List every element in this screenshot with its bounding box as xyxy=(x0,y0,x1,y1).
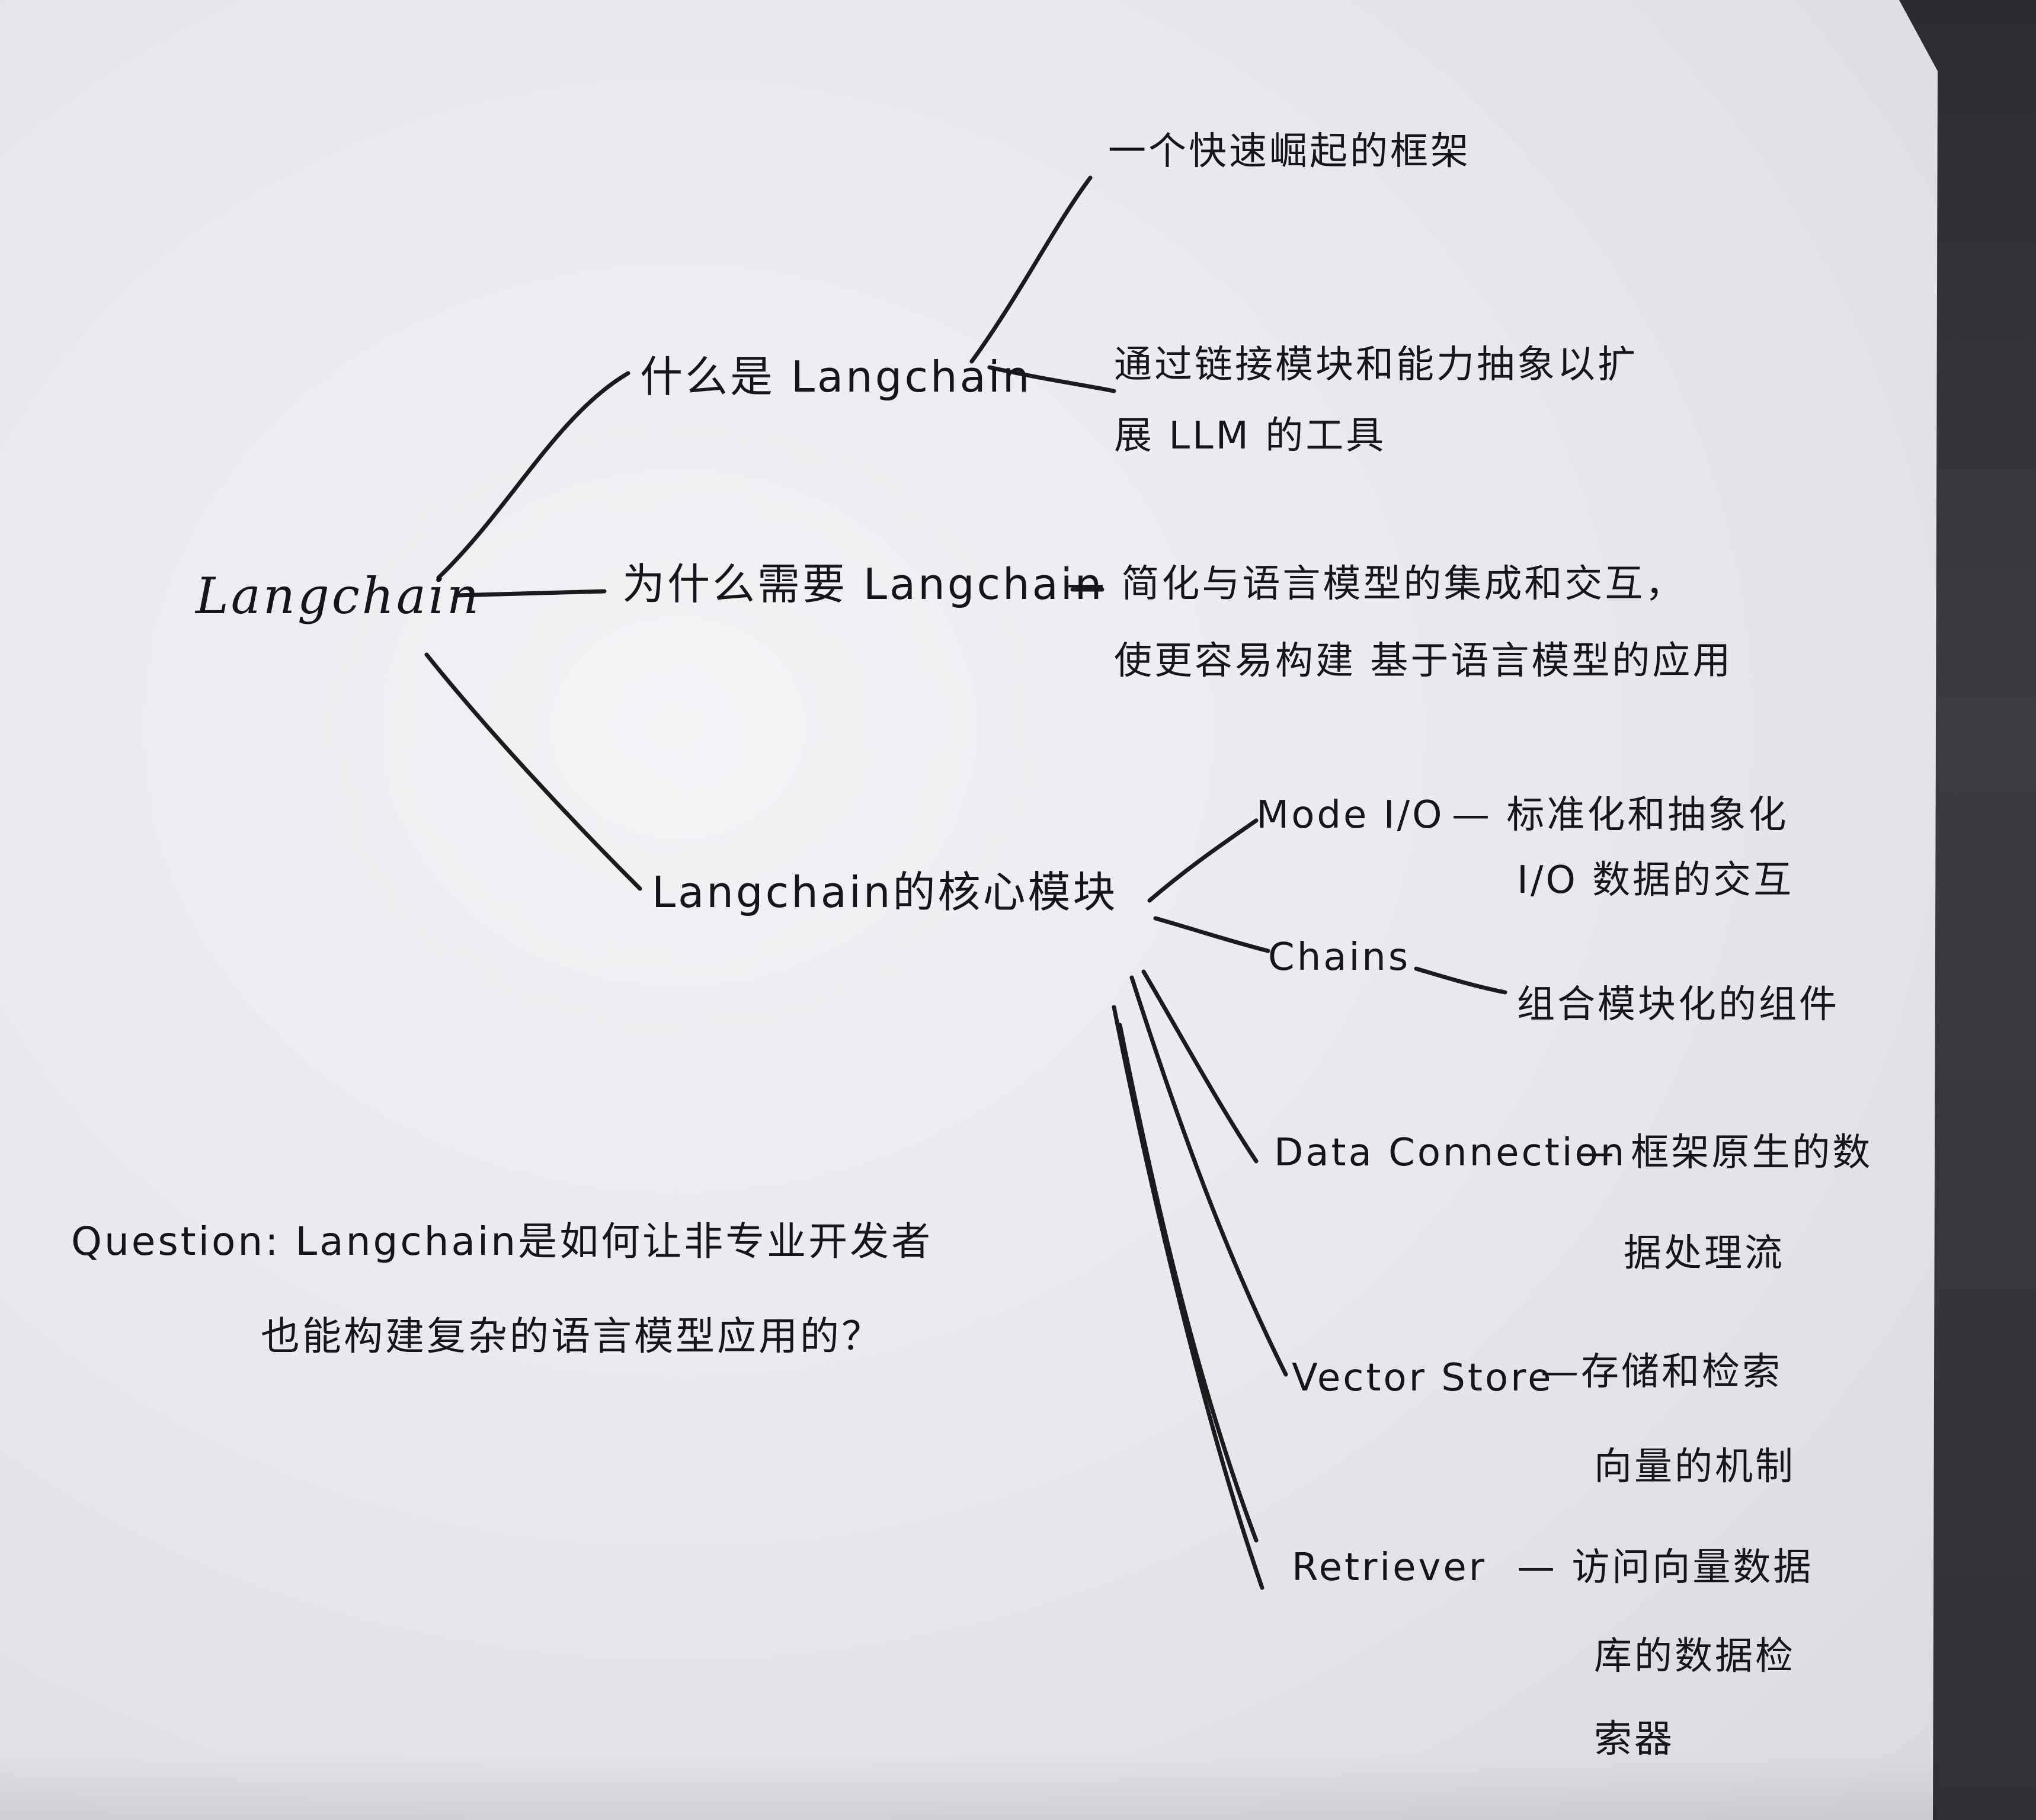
paper-shadow xyxy=(0,1754,1938,1820)
line-what-to-answer1 xyxy=(969,175,1093,364)
root-node: Langchain xyxy=(196,567,481,625)
line-core-to-retriever-2 xyxy=(1118,1023,1259,1543)
why-answer-line2: 使更容易构建 基于语言模型的应用 xyxy=(1114,639,1733,683)
line-core-to-dataconn xyxy=(1141,969,1259,1164)
module-dataconn-desc1: — 框架原生的数 xyxy=(1576,1131,1873,1175)
line-root-to-why xyxy=(454,589,607,598)
module-dataconn-desc2: 据处理流 xyxy=(1624,1232,1785,1276)
module-retriever-name: Retriever xyxy=(1292,1546,1487,1590)
line-what-to-answer2 xyxy=(987,365,1116,393)
module-vector-desc2: 向量的机制 xyxy=(1594,1445,1795,1489)
module-chains-name: Chains xyxy=(1268,935,1411,979)
branch-what-is-langchain: 什么是 Langchain xyxy=(640,352,1032,402)
module-retriever-desc1: — 访问向量数据 xyxy=(1517,1546,1814,1590)
module-modeio-desc1: — 标准化和抽象化 xyxy=(1452,793,1789,837)
line-root-to-what xyxy=(436,371,630,580)
branch-why-langchain: 为什么需要 Langchain xyxy=(622,559,1105,609)
module-modeio-desc2: I/O 数据的交互 xyxy=(1517,858,1794,902)
module-chains-desc1: 组合模块化的组件 xyxy=(1517,983,1839,1027)
line-core-to-vector xyxy=(1129,975,1288,1377)
paper-sheet xyxy=(0,0,1938,1820)
branch-core-modules: Langchain的核心模块 xyxy=(652,867,1118,917)
module-vector-desc1: —存储和检索 xyxy=(1541,1350,1782,1394)
what-answer-3: 展 LLM 的工具 xyxy=(1114,414,1387,458)
question-line1: Question: Langchain是如何让非专业开发者 xyxy=(71,1219,933,1264)
question-line2: 也能构建复杂的语言模型应用的？ xyxy=(261,1313,883,1359)
module-retriever-desc3: 索器 xyxy=(1594,1718,1675,1761)
module-modeio-name: Mode I/O xyxy=(1256,793,1445,837)
module-vector-name: Vector Store xyxy=(1292,1356,1554,1400)
what-answer-1: 一个快速崛起的框架 xyxy=(1108,130,1471,174)
line-chains-to-desc xyxy=(1414,966,1507,995)
why-answer-line1: — 简化与语言模型的集成和交互， xyxy=(1067,562,1686,606)
what-answer-2: 通过链接模块和能力抽象以扩 xyxy=(1114,343,1638,387)
line-core-to-chains xyxy=(1153,916,1270,953)
line-core-to-retriever xyxy=(1112,1005,1265,1590)
module-dataconn-name: Data Connection xyxy=(1274,1131,1627,1175)
line-core-to-modeio xyxy=(1147,818,1259,903)
module-retriever-desc2: 库的数据检 xyxy=(1594,1635,1795,1678)
line-root-to-core xyxy=(424,652,642,891)
